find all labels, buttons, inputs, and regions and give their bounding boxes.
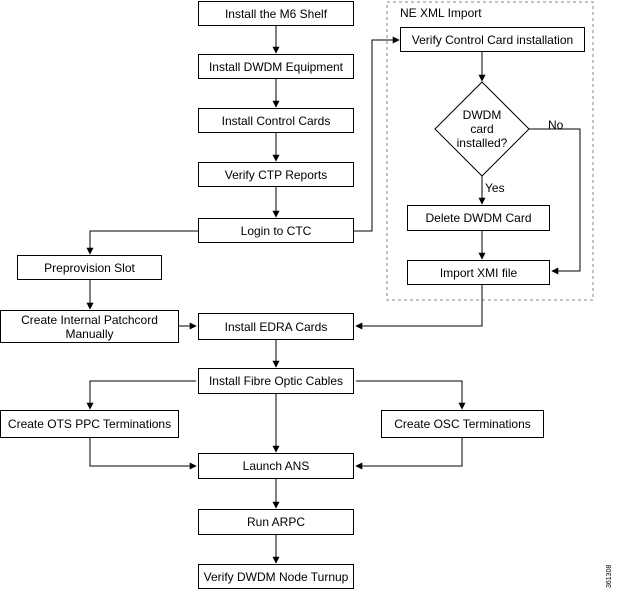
edge-import-to-edra: [355, 285, 483, 330]
step-delete-dwdm-card: Delete DWDM Card: [407, 205, 550, 231]
step-launch-ans-label: Launch ANS: [242, 459, 310, 473]
step-install-dwdm-equipment: Install DWDM Equipment: [198, 54, 354, 79]
edge-fibre-to-osc: [356, 380, 466, 410]
step-verify-control-card-installation-label: Verify Control Card installation: [411, 32, 574, 47]
step-install-edra-cards: Install EDRA Cards: [198, 313, 354, 340]
edge-decision-no-to-import: [529, 128, 581, 275]
step-verify-ctp-reports-label: Verify CTP Reports: [224, 167, 328, 182]
step-install-dwdm-equipment-label: Install DWDM Equipment: [208, 59, 344, 74]
edge-osc-to-ans: [355, 437, 463, 470]
step-run-arpc: Run ARPC: [198, 509, 354, 535]
step-delete-dwdm-card-label: Delete DWDM Card: [425, 211, 532, 225]
step-install-fibre-optic-cables: Install Fibre Optic Cables: [198, 368, 354, 394]
step-import-xmi-file-label: Import XMI file: [439, 265, 518, 280]
step-verify-dwdm-node-turnup-label: Verify DWDM Node Turnup: [203, 569, 349, 584]
step-install-m6-shelf-label: Install the M6 Shelf: [224, 6, 328, 21]
step-install-control-cards-label: Install Control Cards: [221, 113, 331, 128]
edge-ots-to-ans: [89, 437, 197, 470]
step-preprovision-slot-label: Preprovision Slot: [44, 260, 135, 275]
step-login-ctc: Login to CTC: [198, 218, 354, 243]
step-import-xmi-file: Import XMI file: [407, 260, 550, 285]
step-create-osc-terminations: Create OSC Terminations: [381, 410, 544, 438]
step-create-internal-patchcord: Create Internal Patchcord Manually: [0, 310, 179, 343]
step-run-arpc-label: Run ARPC: [246, 515, 306, 529]
step-launch-ans: Launch ANS: [198, 453, 354, 479]
step-verify-dwdm-node-turnup: Verify DWDM Node Turnup: [198, 564, 354, 589]
edge-label-yes: Yes: [485, 181, 505, 195]
step-verify-control-card-installation: Verify Control Card installation: [400, 27, 585, 52]
step-install-control-cards: Install Control Cards: [198, 108, 354, 133]
edge-login-to-preprovision: [86, 230, 198, 255]
group-title-ne-xml-import: NE XML Import: [400, 6, 482, 20]
decision-dwdm-card-installed: DWDM card installed?: [456, 108, 508, 150]
ne-xml-import-group-border: [386, 1, 594, 301]
edge-fibre-to-ots: [86, 380, 196, 410]
step-preprovision-slot: Preprovision Slot: [17, 255, 162, 280]
edge-login-to-verify-control-card: [354, 36, 400, 232]
decision-diamond-shape: [434, 81, 530, 177]
step-login-ctc-label: Login to CTC: [240, 223, 312, 238]
step-install-m6-shelf: Install the M6 Shelf: [198, 1, 354, 26]
step-verify-ctp-reports: Verify CTP Reports: [198, 162, 354, 187]
step-install-edra-cards-label: Install EDRA Cards: [224, 319, 328, 334]
step-create-osc-terminations-label: Create OSC Terminations: [394, 417, 531, 431]
step-install-fibre-optic-cables-label: Install Fibre Optic Cables: [208, 374, 344, 388]
step-create-ots-ppc-terminations-label: Create OTS PPC Terminations: [7, 417, 172, 431]
edge-label-no: No: [548, 118, 564, 132]
step-create-internal-patchcord-label: Create Internal Patchcord Manually: [21, 312, 158, 341]
figure-id: 361308: [606, 564, 613, 588]
step-create-ots-ppc-terminations: Create OTS PPC Terminations: [0, 410, 179, 438]
